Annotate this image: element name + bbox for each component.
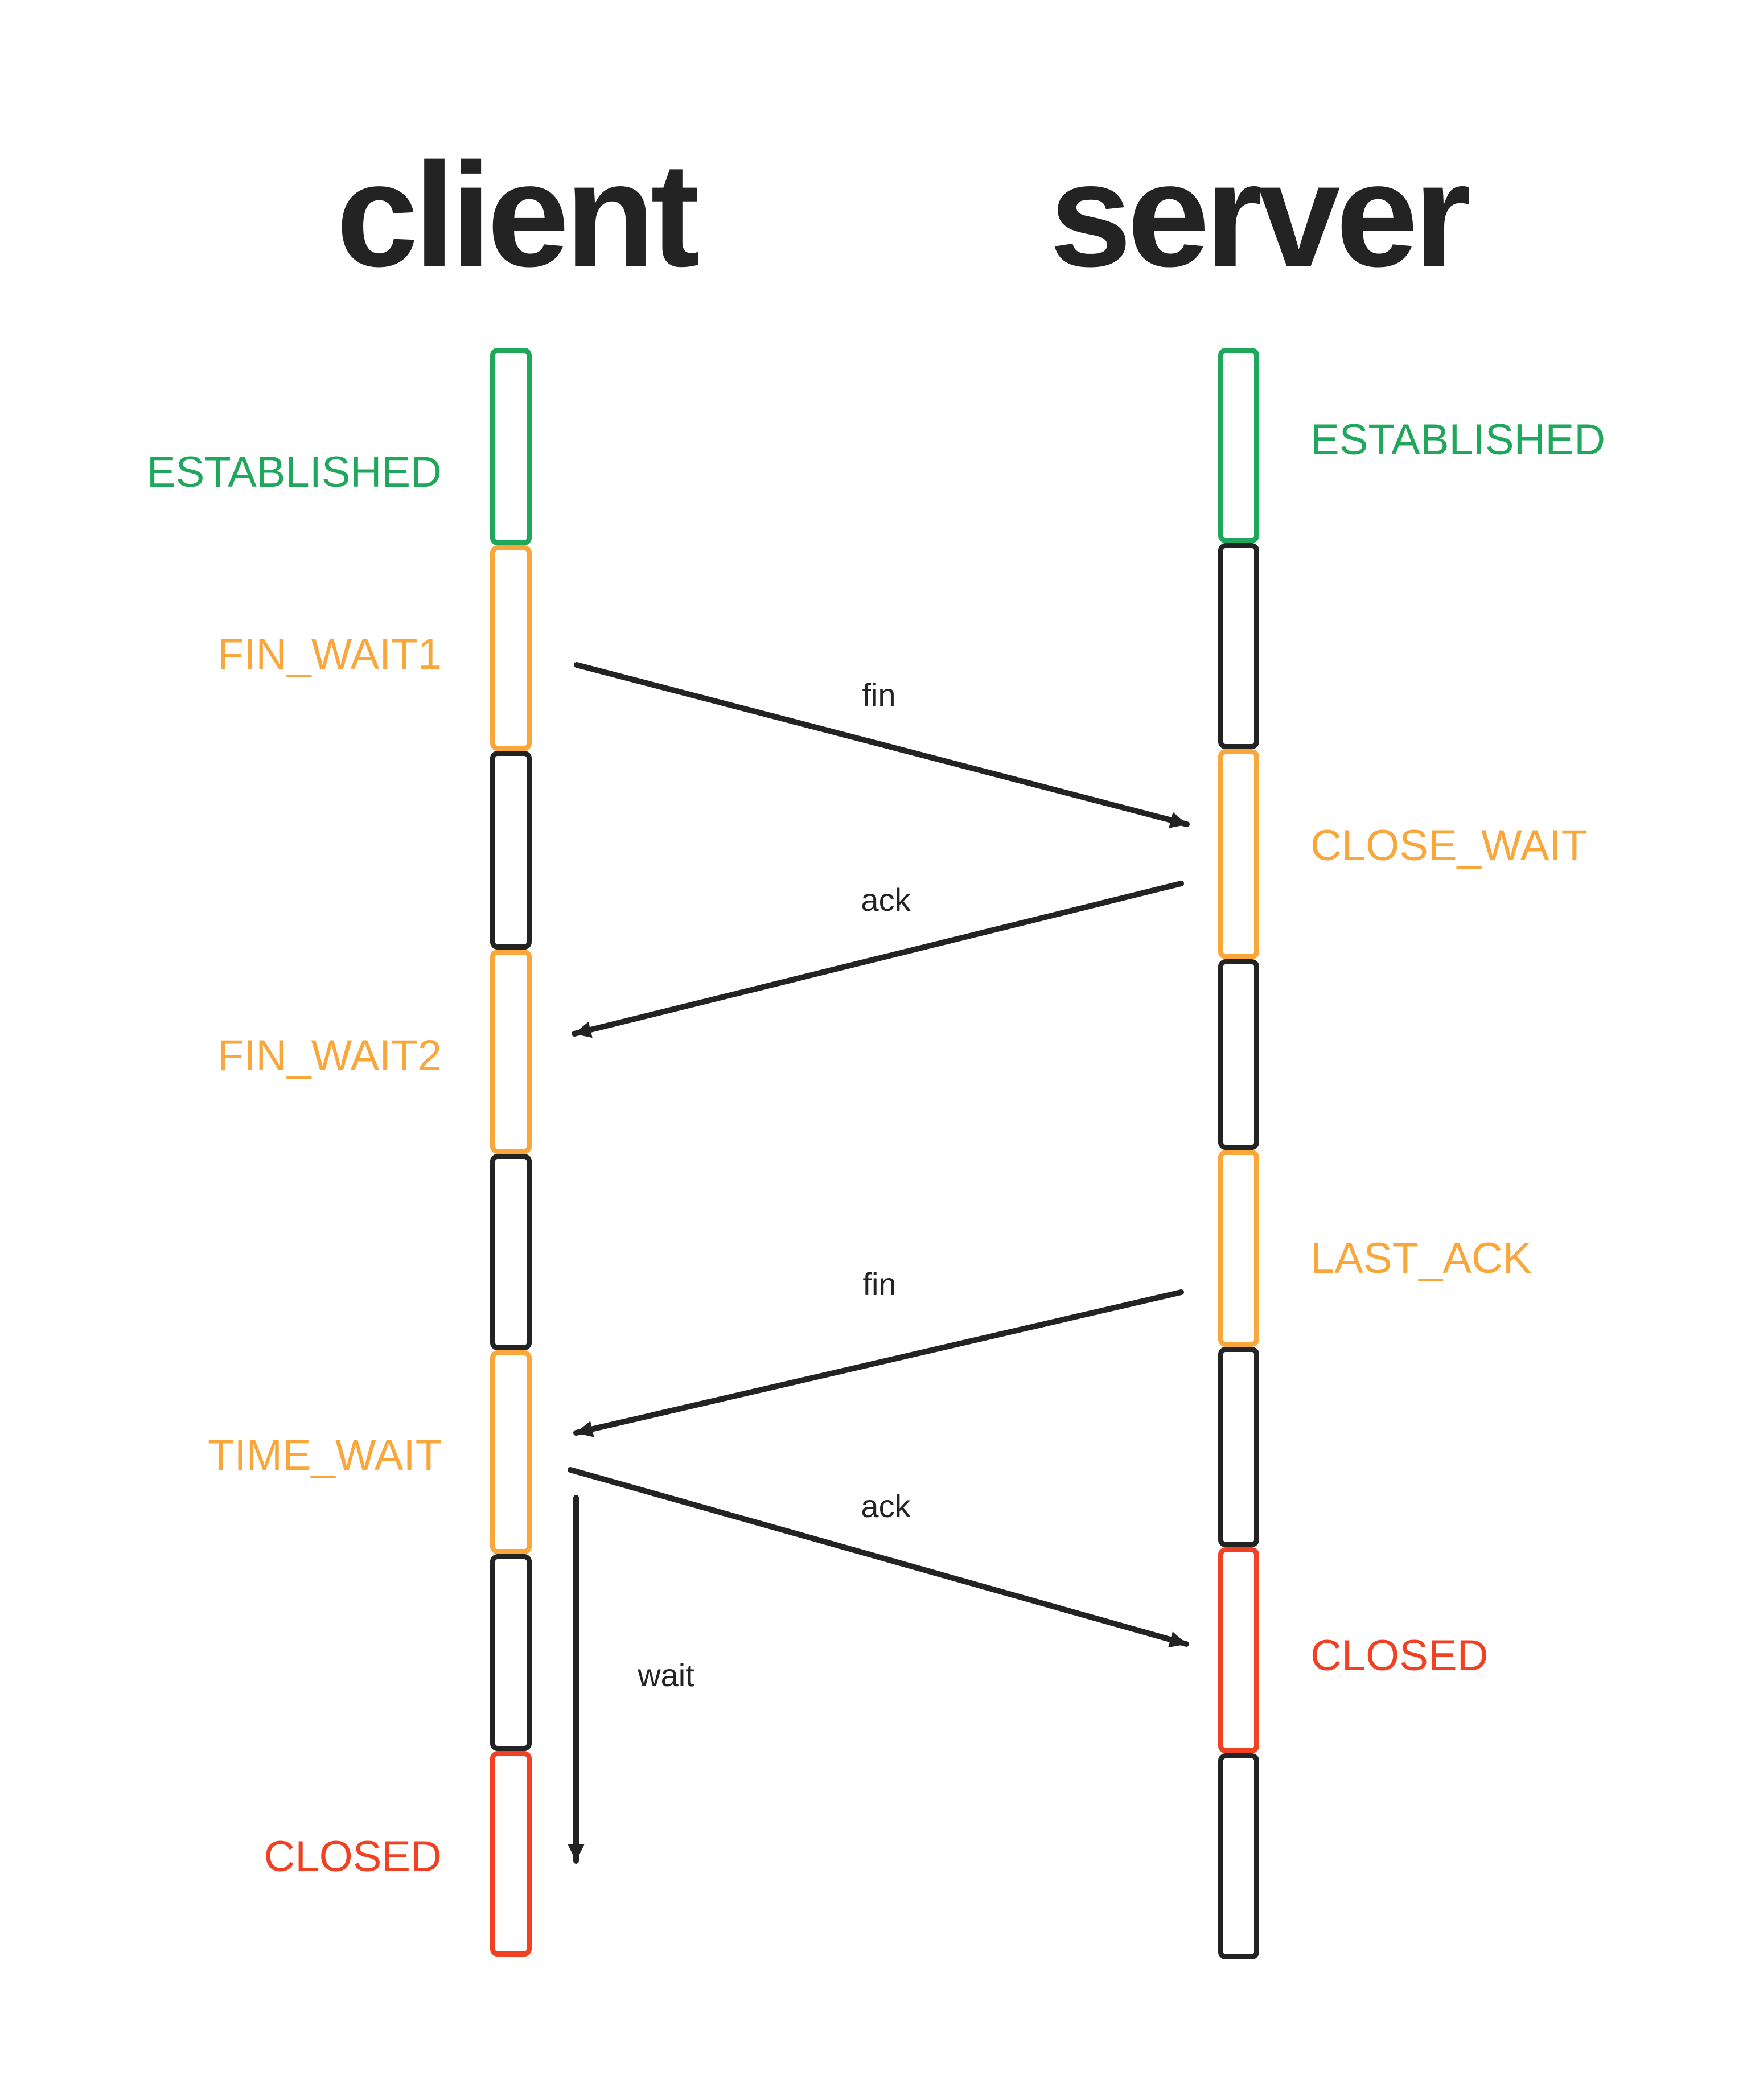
server-segment-idle-4 [1218,1753,1259,1959]
client-segment-idle-2 [490,1154,532,1350]
client-segment-fin-wait2 [490,950,532,1154]
client-segment-closed [490,1751,532,1957]
server-segment-idle-1 [1218,543,1259,749]
arrow-label-fin-2: fin [862,1266,896,1302]
server-state-closed: CLOSED [1310,1631,1489,1680]
arrow-label-ack-1: ack [861,882,911,918]
client-state-closed: CLOSED [264,1832,442,1881]
client-segment-idle-3 [490,1554,532,1751]
client-state-fin-wait2: FIN_WAIT2 [217,1031,442,1080]
arrow-label-ack-2: ack [861,1488,911,1524]
server-segment-closed [1218,1547,1259,1753]
client-segment-established [490,348,532,545]
arrow-ack-server-to-client [572,881,1184,1038]
server-segment-idle-2 [1218,959,1259,1150]
arrow-fin-server-to-client [573,1289,1184,1437]
server-state-close-wait: CLOSE_WAIT [1310,821,1588,870]
client-segment-time-wait [490,1350,532,1554]
server-state-established: ESTABLISHED [1310,416,1606,464]
arrow-ack-client-to-server [568,1467,1189,1648]
server-segment-last-ack [1218,1150,1259,1347]
arrow-label-wait: wait [637,1657,694,1693]
server-state-last-ack: LAST_ACK [1310,1234,1532,1283]
server-segment-idle-3 [1218,1347,1259,1547]
arrow-fin-client-to-server [574,662,1190,828]
arrow-label-fin-1: fin [862,677,895,713]
client-state-established: ESTABLISHED [146,448,442,496]
client-segment-idle-1 [490,751,532,950]
server-segment-established [1218,348,1259,543]
actor-title-server: server [1049,133,1472,298]
server-segment-close-wait [1218,749,1259,959]
client-segment-fin-wait1 [490,545,532,751]
actor-title-client: client [336,133,700,298]
client-state-time-wait: TIME_WAIT [208,1431,442,1480]
client-state-fin-wait1: FIN_WAIT1 [217,630,442,679]
